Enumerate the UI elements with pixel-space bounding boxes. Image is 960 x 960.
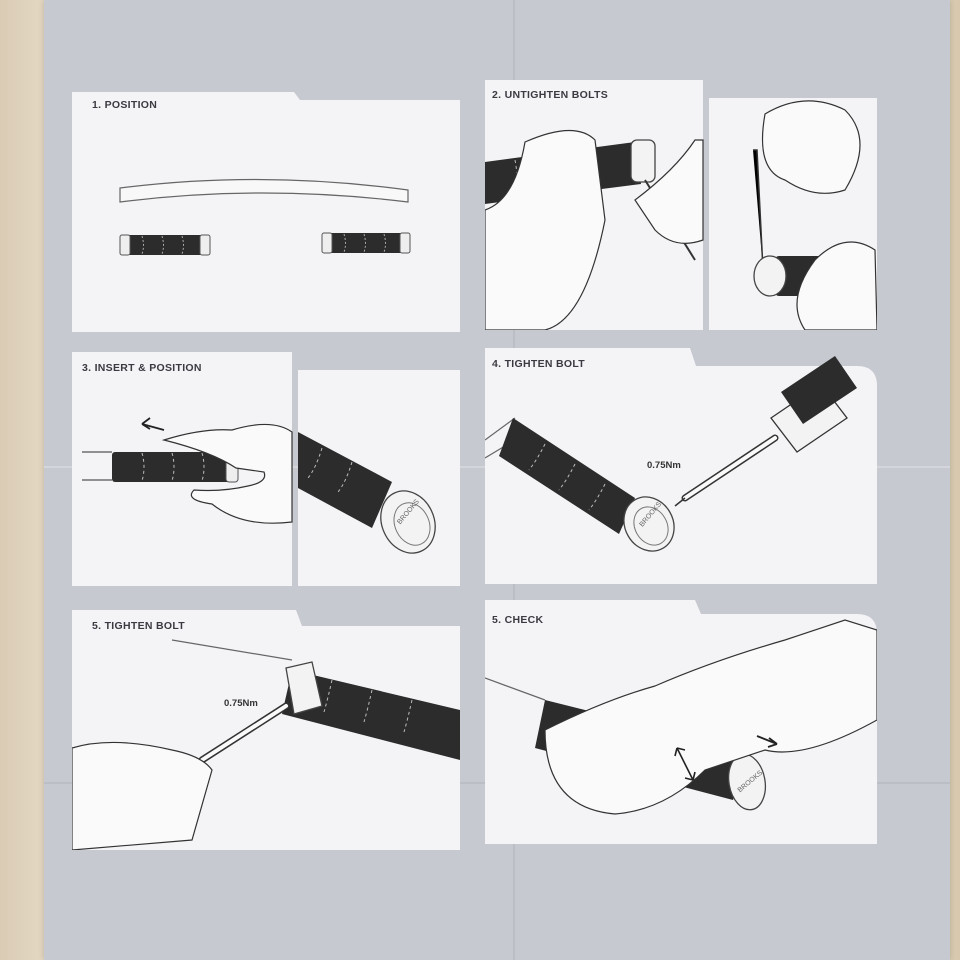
handlebar-bar xyxy=(119,178,409,203)
step-5-label: 5. TIGHTEN BOLT xyxy=(92,620,185,632)
double-arrow-icon xyxy=(674,747,696,781)
step-2-illustration xyxy=(485,80,877,330)
step-2-label: 2. UNTIGHTEN BOLTS xyxy=(492,89,609,101)
step-4-grip: BROOKS xyxy=(499,418,675,552)
hex-key-icon-2 xyxy=(753,149,764,271)
step-6-illustration: BROOKS xyxy=(485,600,877,844)
step-3-panel: BROOKS 3. INSERT & POSITION xyxy=(72,352,460,586)
step-3-grip-end: BROOKS xyxy=(298,432,436,554)
step-5-panel: 0.75Nm 5. TIGHTEN BOLT xyxy=(72,610,460,850)
hand-icon-5 xyxy=(72,741,213,850)
right-arrow-icon xyxy=(756,735,778,748)
step-6-label: 5. CHECK xyxy=(492,614,544,626)
step-1-illustration xyxy=(72,92,460,332)
step-3-label: 3. INSERT & POSITION xyxy=(82,362,202,374)
step-3-grip xyxy=(112,451,239,483)
step-4-torque: 0.75Nm xyxy=(647,460,681,471)
step-2-grip-end xyxy=(753,241,877,330)
hand-icon-3 xyxy=(762,100,861,194)
torque-wrench-icon xyxy=(674,356,857,507)
step-4-panel: BROOKS 0.75Nm 4. TIGHTEN BOLT xyxy=(485,348,877,584)
torque-wrench-icon-2 xyxy=(198,702,290,764)
hand-icon-6 xyxy=(544,619,877,815)
hand-icon xyxy=(485,129,606,330)
left-arrow-icon xyxy=(141,417,165,431)
step-5-grip xyxy=(282,661,460,760)
step-1-label: 1. POSITION xyxy=(92,99,158,111)
step-5-torque: 0.75Nm xyxy=(224,698,258,709)
step-4-label: 4. TIGHTEN BOLT xyxy=(492,358,585,370)
hand-icon-2 xyxy=(634,139,704,244)
hand-icon-4 xyxy=(161,423,293,524)
step-6-panel: BROOKS 5. CHECK xyxy=(485,600,877,844)
step-5-illustration: 0.75Nm xyxy=(72,610,460,850)
right-grip xyxy=(321,232,411,254)
step-4-illustration: BROOKS 0.75Nm xyxy=(485,348,877,584)
step-2-panel: 2. UNTIGHTEN BOLTS xyxy=(485,80,877,330)
step-3-illustration: BROOKS xyxy=(72,352,460,586)
step-1-panel: 1. POSITION xyxy=(72,92,460,332)
left-grip xyxy=(119,234,211,256)
